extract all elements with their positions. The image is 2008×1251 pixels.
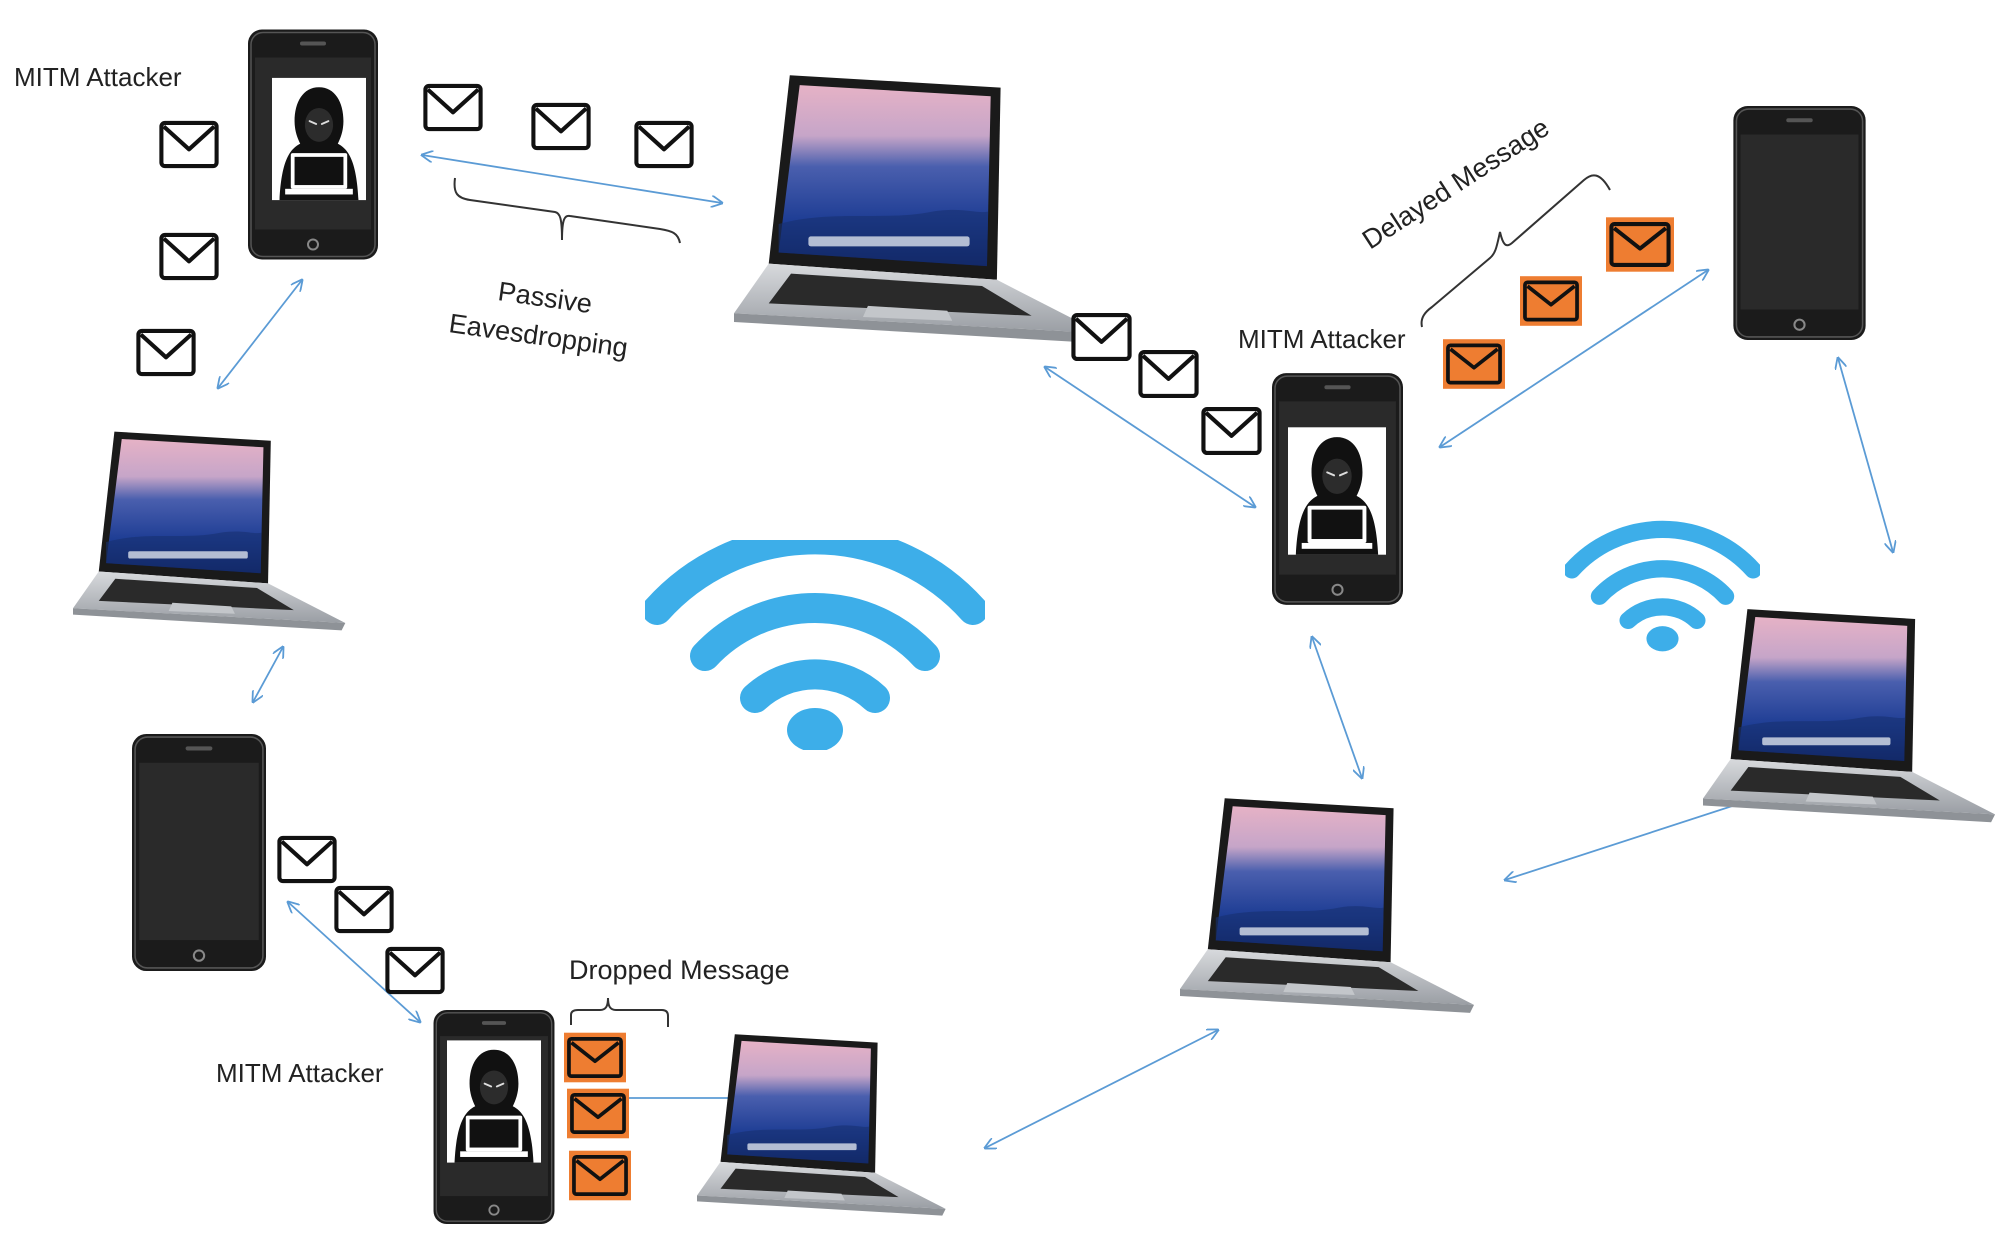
laptop-top-center [734,75,1102,344]
laptop-right [1703,609,1996,823]
laptop-bottom-center [697,1034,946,1216]
attacker-label-top-left: MITM Attacker [14,62,182,92]
dropped-envelope-icon [567,1088,629,1139]
envelope-icon [161,123,216,166]
brace-delayed [1420,174,1611,328]
dropped-envelope-icon [564,1032,626,1083]
envelope-icon [1073,315,1129,359]
wifi-icon [1572,529,1753,651]
brace-dropped [570,997,669,1027]
phone-left [132,732,266,973]
envelope-icon [279,838,334,881]
hacker-icon [272,76,366,202]
link-laptop4-phone2 [1838,358,1893,552]
attacker-label-center: MITM Attacker [1238,324,1406,354]
envelope-icon [387,949,442,992]
link-attacker2-laptop1 [1045,367,1255,507]
envelope-icon [1140,352,1196,396]
envelope-icon [1203,409,1259,453]
envelope-icon [161,235,216,278]
link-laptop2-phone1 [253,647,283,702]
link-laptop6-laptop5 [985,1030,1218,1148]
wifi-icon [657,539,973,752]
link-phone1-attacker3 [288,902,420,1022]
link-attacker1-laptop2 [218,280,302,388]
delayed-envelope-icon [1520,276,1582,326]
attacker-label-bottom: MITM Attacker [216,1058,384,1088]
link-phone2-attacker2 [1440,270,1708,447]
hacker-icon [447,1039,541,1164]
delayed-envelope-icon [1443,339,1505,389]
brace-passive [453,177,681,244]
dropped-message-label: Dropped Message [569,955,790,985]
phone-top-right [1732,106,1867,340]
link-attacker1-laptop1 [422,155,722,203]
network-links [218,155,1893,1148]
laptop-bottom-right [1180,798,1475,1013]
hacker-icon [1288,426,1386,556]
passive-eavesdropping-label-line1: Passive [496,276,594,319]
delayed-envelope-icon [1606,217,1674,271]
affected-envelopes [564,217,1674,1201]
dropped-envelope-icon [569,1150,631,1201]
laptop-left [73,431,346,631]
envelope-icon [336,888,391,931]
link-attacker2-laptop5 [1312,637,1362,778]
braces [453,174,1611,1027]
envelope-icon [138,331,193,374]
delayed-message-label: Delayed Message [1357,112,1555,255]
envelope-icon [533,105,588,148]
envelope-icon [636,123,691,166]
passive-eavesdropping-label-line2: Eavesdropping [447,308,630,363]
envelope-icon [425,86,480,129]
